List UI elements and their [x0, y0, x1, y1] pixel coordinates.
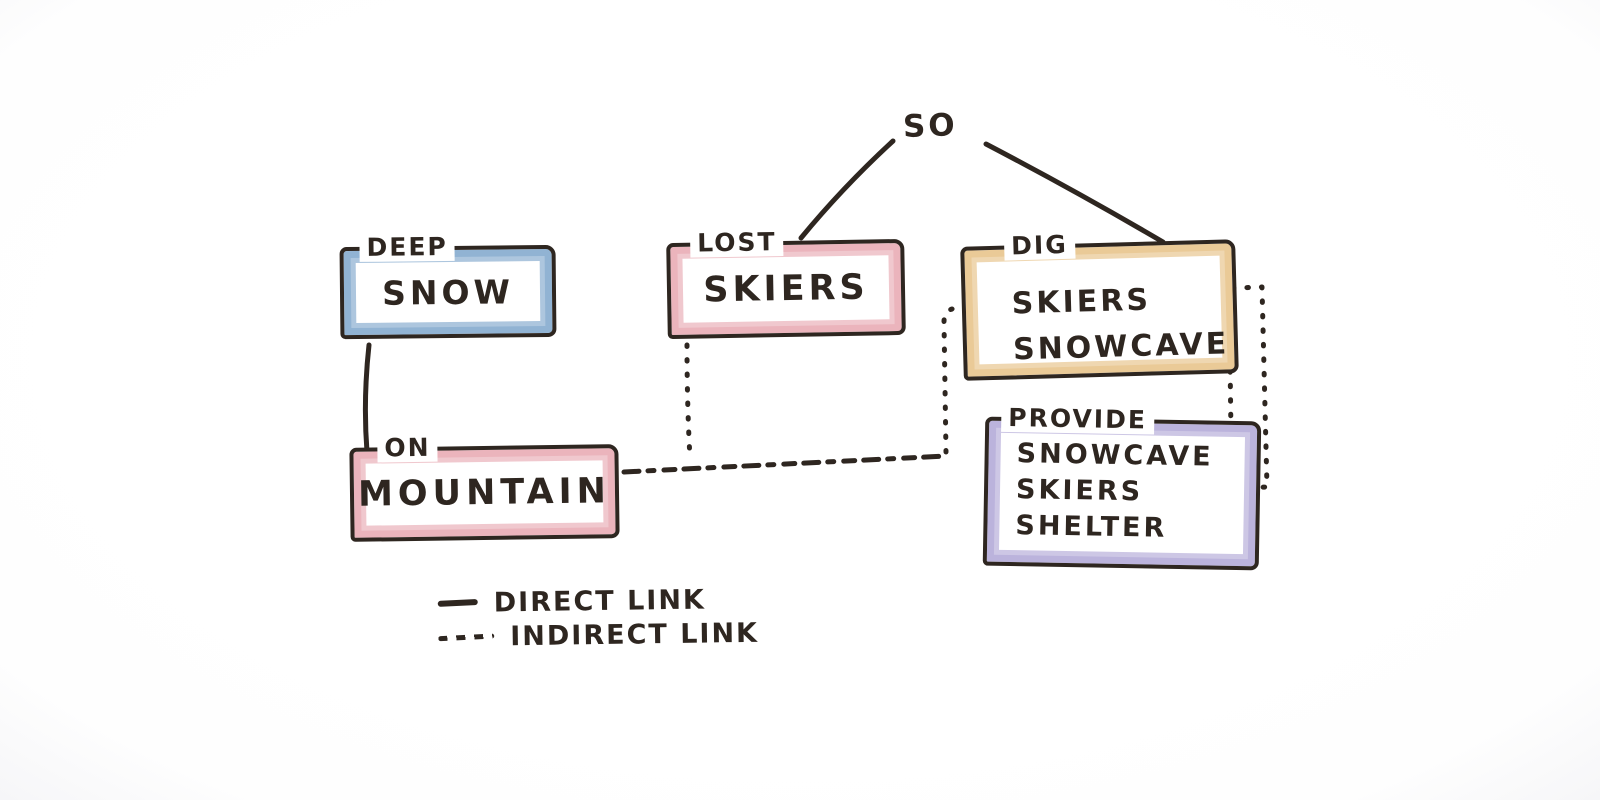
- node-provide-lines: SNOWCAVE SKIERS SHELTER: [987, 421, 1214, 548]
- node-provide-line-shelter: SHELTER: [1015, 510, 1168, 544]
- root-node-so: SO: [902, 107, 959, 145]
- legend-direct-label: DIRECT LINK: [493, 583, 707, 618]
- link-onmountain-to-dig-horizontal: [621, 453, 950, 475]
- legend-indirect-label: INDIRECT LINK: [510, 617, 760, 652]
- node-on-mountain: ON MOUNTAIN: [349, 433, 620, 542]
- solid-line-swatch-icon: [437, 598, 478, 607]
- node-provide-shelter: PROVIDE SNOWCAVE SKIERS SHELTER: [982, 403, 1262, 571]
- node-provide-line-snowcave: SNOWCAVE: [1016, 438, 1214, 473]
- legend: DIRECT LINK INDIRECT LINK: [437, 582, 760, 654]
- node-tag-deep: DEEP: [359, 232, 455, 262]
- node-lost-skiers: LOST SKIERS: [666, 227, 906, 340]
- node-tag-on: ON: [377, 433, 438, 462]
- link-deepsnow-to-onmountain: [362, 342, 372, 455]
- link-lostskiers-down: [684, 342, 693, 461]
- dashed-line-swatch-icon: [438, 632, 495, 641]
- legend-row-indirect: INDIRECT LINK: [438, 616, 759, 654]
- node-dig-line-skiers: SKIERS: [1011, 282, 1152, 322]
- node-dig-skiers-snowcave: DIG SKIERS SNOWCAVE: [960, 230, 1239, 381]
- node-dig-line-snowcave: SNOWCAVE: [1012, 326, 1230, 368]
- legend-row-direct: DIRECT LINK: [437, 582, 759, 620]
- link-so-to-lost-skiers: [798, 138, 896, 241]
- node-provide-line-skiers: SKIERS: [1015, 474, 1144, 508]
- link-so-to-dig: [983, 141, 1166, 245]
- node-dig-lines: SKIERS SNOWCAVE: [964, 243, 1230, 374]
- node-deep-snow: DEEP SNOW: [339, 232, 557, 340]
- node-tag-lost: LOST: [689, 227, 784, 258]
- node-text-snow: SNOW: [381, 271, 515, 313]
